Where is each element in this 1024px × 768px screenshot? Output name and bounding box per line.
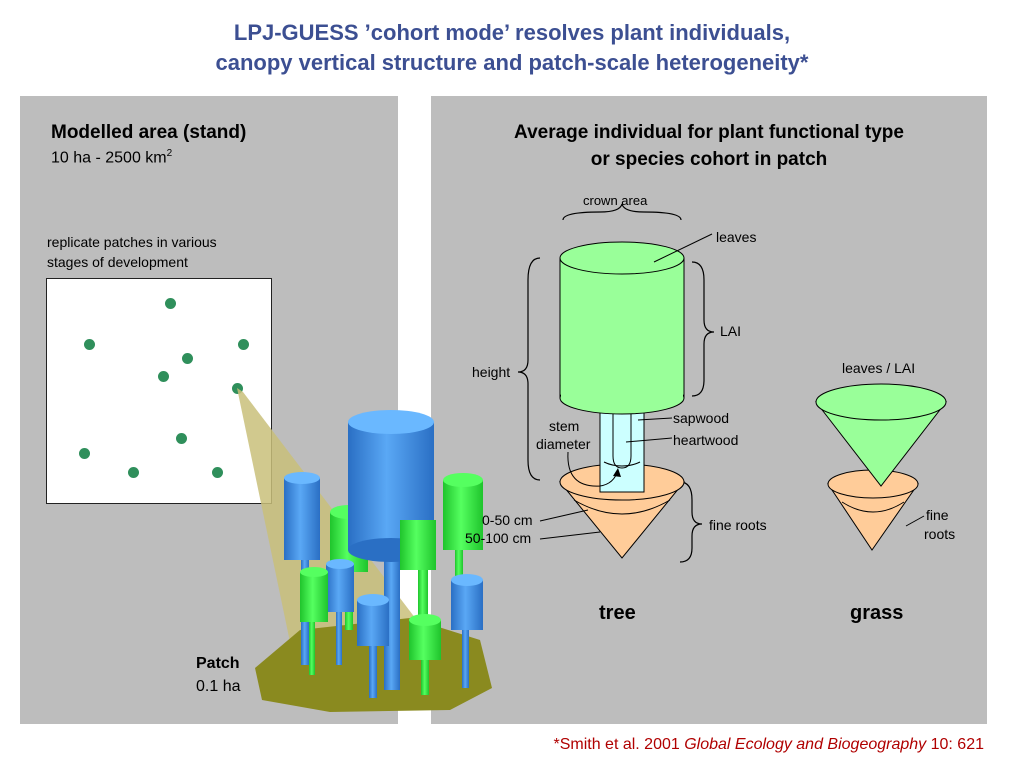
tree-green-small-left [300,567,328,675]
crown-area-brace [562,203,682,221]
label-grass-roots: roots [924,526,956,542]
title-line-1: LPJ-GUESS ’cohort mode’ resolves plant i… [233,20,791,45]
tree-green-mid [400,520,436,620]
patch-dot [238,339,249,350]
label-fine-roots: fine roots [709,517,767,533]
label-depth-1: 0-50 cm [482,512,533,528]
label-grass-fine: fine [926,507,949,523]
patch-dot [79,448,90,459]
stand-heading: Modelled area (stand) [51,122,247,143]
label-leaves-lai: leaves / LAI [842,360,916,376]
label-diameter: diameter [536,436,591,452]
height-brace [517,257,541,481]
patch-dot [182,353,193,364]
tree-crown [559,241,685,415]
fine-roots-brace [679,481,703,563]
stand-area: 10 ha - 2500 km2 [51,148,173,167]
label-height: height [472,364,511,380]
individual-heading-1: Average individual for plant functional … [514,122,904,143]
patch-dot [128,467,139,478]
label-heartwood: heartwood [673,432,739,448]
patch-area: 0.1 ha [196,678,241,695]
label-leaves: leaves [716,229,757,245]
tree-blue-small-3 [451,574,483,688]
citation: *Smith et al. 2001 Global Ecology and Bi… [553,736,984,753]
label-lai: LAI [720,323,742,339]
patch-dot [165,298,176,309]
label-tree: tree [599,602,636,624]
patch-dot [84,339,95,350]
label-grass: grass [850,602,904,624]
grass-roots [827,469,919,551]
patch-dot [212,467,223,478]
patches-caption-2: stages of development [47,254,188,270]
label-crown-area: crown area [583,193,648,208]
patch-dot [176,433,187,444]
tree-blue-small-1 [326,559,354,665]
label-depth-2: 50-100 cm [465,530,532,546]
individual-heading-2: or species cohort in patch [590,149,828,170]
label-stem: stem [549,418,580,434]
tree-green-small-mid [409,614,441,695]
lai-brace [691,261,715,397]
grass-leaves [814,383,948,487]
patches-caption-1: replicate patches in various [47,234,217,250]
label-sapwood: sapwood [673,410,730,426]
tree-blue-small-2 [357,594,389,698]
patch-dot [158,371,169,382]
patch-label: Patch [196,655,240,672]
title-line-2: canopy vertical structure and patch-scal… [215,50,809,75]
